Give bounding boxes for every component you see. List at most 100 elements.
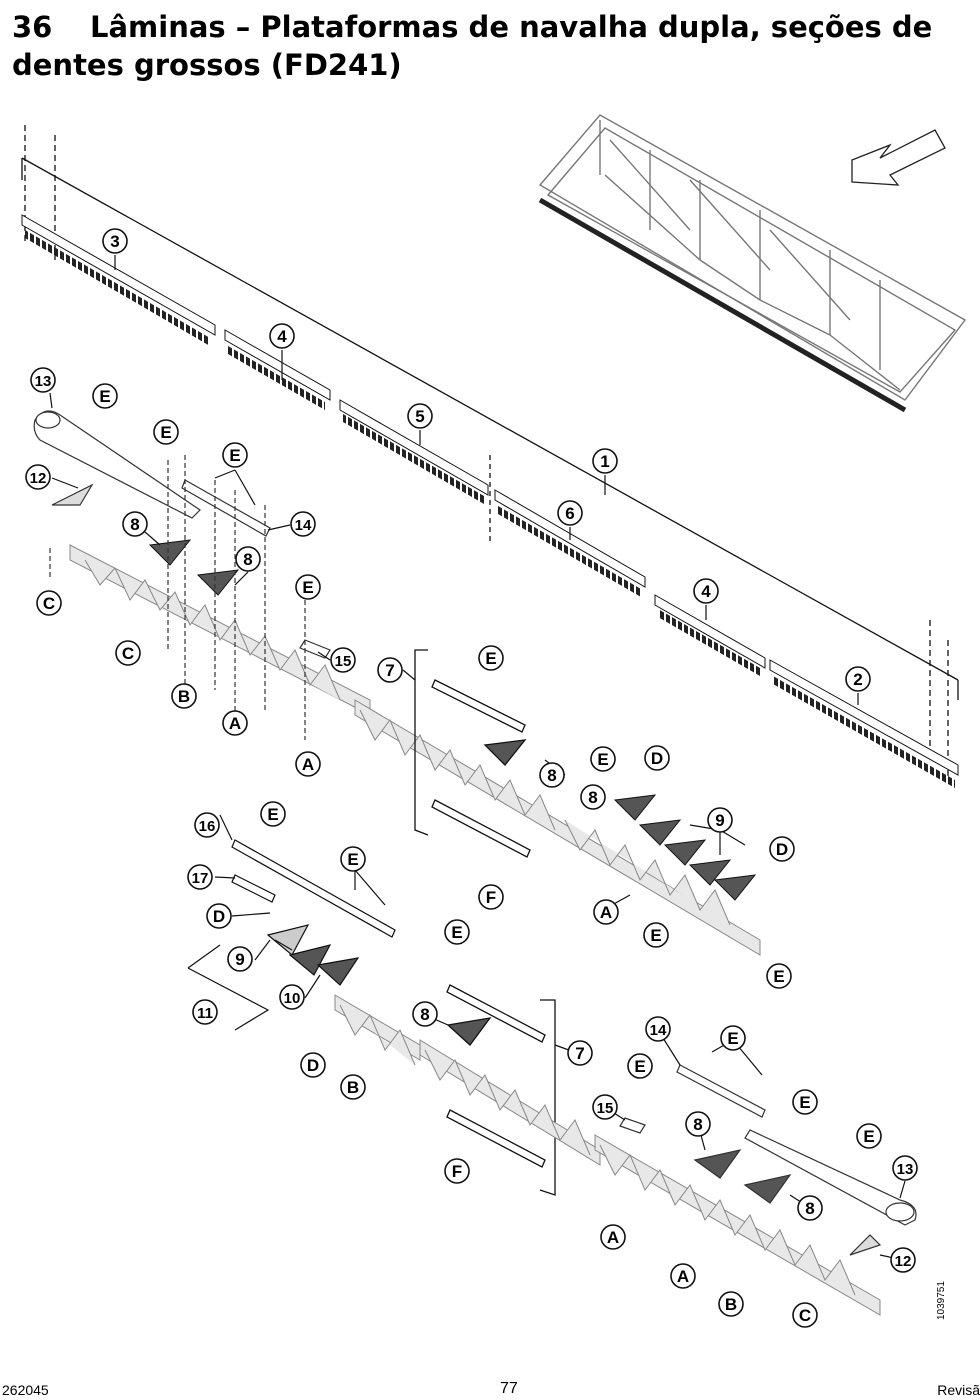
callout-circle [187,864,213,890]
callout-c7a: 7 [377,657,403,683]
callout-label: A [229,714,241,733]
knife-assembly-line [21,125,959,780]
callout-label: 8 [420,1005,429,1024]
callout-c8e: 8 [412,1001,438,1027]
callout-circle [557,500,583,526]
direction-arrow-icon [851,129,946,186]
callout-circle [590,746,616,772]
callout-c4b: 4 [693,578,719,604]
callout-cA5: A [670,1263,696,1289]
callout-circle [592,448,618,474]
callout-circle [539,762,565,788]
callout-label: E [267,805,278,824]
callout-c5: 5 [407,403,433,429]
callout-circle [192,999,218,1025]
callout-c15b: 15 [592,1094,618,1120]
callout-circle [340,846,366,872]
knife-sections-lower-right [594,1134,881,1316]
callout-label: 12 [895,1253,912,1270]
callout-cE7: E [340,846,366,872]
bracket-7-lower [446,984,556,1196]
callout-c10: 10 [279,984,305,1010]
callout-label: E [773,967,784,986]
callout-label: C [122,644,134,663]
callout-label: 15 [597,1100,614,1117]
callout-circle [122,511,148,537]
callout-cA1: A [222,710,248,736]
callout-circle [580,784,606,810]
callout-label: 15 [335,653,352,670]
callout-circle [227,946,253,972]
knife-segment-4-left [224,329,331,410]
callout-label: 8 [243,550,252,569]
callout-circle [115,640,141,666]
callout-circle [693,578,719,604]
hold-downs-left [148,539,240,596]
callout-label: E [347,850,358,869]
callout-circle [478,645,504,671]
callout-cE2: E [153,419,179,445]
knife-sections-left [69,544,371,716]
callout-label: B [178,687,190,706]
plates-lower-left [187,839,396,1031]
callout-label: B [725,1295,737,1314]
callout-circle [260,801,286,827]
callout-label: C [799,1306,811,1325]
callout-group: 1234456778888888991011121213131414151516… [25,228,918,1328]
knife-segment-2 [769,659,959,788]
callout-label: D [776,840,788,859]
callout-circle [330,647,356,673]
callout-c12b: 12 [890,1247,916,1273]
callout-label: 14 [295,517,312,534]
callout-label: A [677,1267,689,1286]
callout-c8b: 8 [235,546,261,572]
callout-label: E [229,446,240,465]
callout-cB1: B [171,683,197,709]
callout-label: 1 [600,452,609,471]
callout-c8c: 8 [539,762,565,788]
callout-label: 8 [805,1199,814,1218]
callout-c8d: 8 [580,784,606,810]
callout-circle [856,1123,882,1149]
callout-label: E [160,423,171,442]
bracket-7-upper [414,649,531,858]
callout-c16: 16 [194,812,220,838]
callout-circle [718,1291,744,1317]
callout-circle [720,1025,746,1051]
callout-circle [235,546,261,572]
callout-circle [892,1155,918,1181]
callout-cF2: F [444,1158,470,1184]
knife-sections-center [354,699,761,956]
callout-circle [102,228,128,254]
callout-label: 8 [547,766,556,785]
callout-label: 9 [715,811,724,830]
callout-circle [685,1111,711,1137]
callout-circle [300,1052,326,1078]
knife-sections-lower-left [334,994,421,1066]
callout-circle [171,683,197,709]
callout-label: E [302,578,313,597]
callout-circle [643,922,669,948]
callout-label: 14 [650,1022,667,1039]
callout-cE15: E [856,1123,882,1149]
callout-label: 10 [284,990,301,1007]
callout-circle [153,419,179,445]
callout-cE14: E [792,1089,818,1115]
callout-circle [592,1094,618,1120]
callout-cE5: E [478,645,504,671]
callout-circle [645,1016,671,1042]
callout-circle [194,812,220,838]
callout-circle [644,745,670,771]
callout-c2: 2 [845,666,871,692]
callout-cE12: E [627,1053,653,1079]
callout-circle [890,1247,916,1273]
callout-c9a: 9 [707,807,733,833]
figure-id: 1039751 [936,1281,947,1320]
callout-circle [845,666,871,692]
callout-cC3: C [792,1302,818,1328]
callout-circle [444,1158,470,1184]
callout-cE13: E [720,1025,746,1051]
callout-circle [407,403,433,429]
